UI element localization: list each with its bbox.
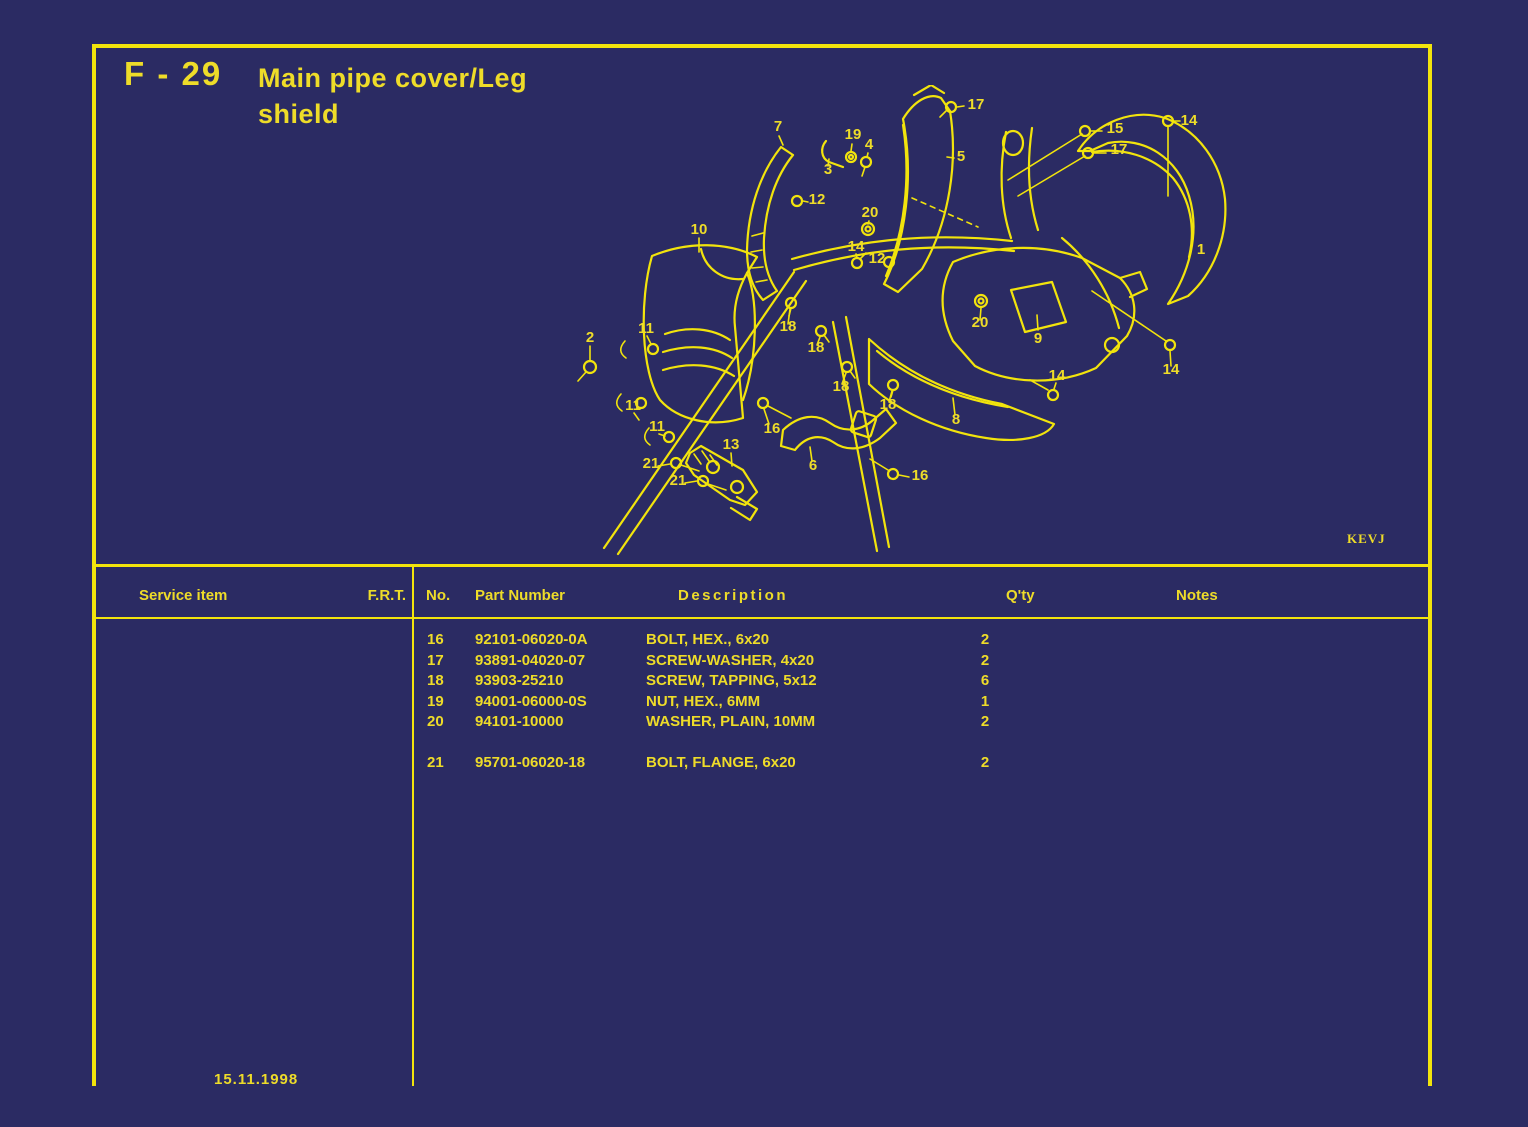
part-callout-9: 9 (1034, 330, 1042, 347)
page-title: Main pipe cover/Leg shield (258, 60, 527, 132)
part-callout-7: 7 (774, 118, 782, 135)
part-callout-14: 14 (1049, 367, 1066, 384)
part-callout-11: 11 (649, 418, 665, 435)
header-no: No. (426, 587, 451, 604)
part-callout-16: 16 (912, 467, 929, 484)
part-callout-21: 21 (643, 455, 660, 472)
part-callout-11: 11 (638, 320, 654, 337)
part-10-main-pipe-cover (642, 244, 759, 424)
part-callout-14: 14 (1163, 361, 1180, 378)
part-callout-1: 1 (1197, 241, 1205, 258)
row-part-number: 92101-06020-0A (475, 631, 588, 648)
main-pipe-lines (602, 236, 1016, 556)
row-qty: 6 (980, 672, 990, 690)
part-callout-11: 11 (625, 397, 641, 414)
row-description: SCREW-WASHER, 4x20 (646, 651, 815, 669)
row-part-number: 93891-04020-07 (475, 651, 586, 669)
row-part-number: 94001-06000-0S (475, 692, 587, 710)
part-callout-18: 18 (780, 318, 797, 335)
table-column-divider (412, 564, 414, 1086)
header-description: Description (677, 587, 788, 604)
part-7-pillar-garnish (745, 145, 795, 302)
table-row[interactable]: 16 92101-06020-0A BOLT, HEX., 6x20 2 (0, 631, 1528, 652)
table-row[interactable]: 18 93903-25210 SCREW, TAPPING, 5x12 6 (0, 672, 1528, 693)
table-row[interactable]: 17 93891-04020-07 SCREW-WASHER, 4x20 2 (0, 652, 1528, 673)
header-service-item: Service item (139, 587, 228, 604)
dashed-leader (911, 197, 979, 228)
part-callout-17: 17 (1111, 141, 1128, 158)
part-callout-15: 15 (1107, 120, 1124, 137)
row-description: BOLT, HEX., 6x20 (646, 631, 770, 648)
row-description: BOLT, FLANGE, 6x20 (646, 753, 796, 771)
footer-date: 15.11.1998 (214, 1071, 298, 1086)
part-callout-18: 18 (808, 339, 825, 356)
part-8-floor-rail (867, 337, 1056, 441)
part-callout-17: 17 (968, 96, 985, 113)
fasteners (577, 100, 1177, 491)
header-part-number: Part Number (475, 587, 566, 604)
table-header-rule (92, 617, 1432, 619)
row-part-number: 93903-25210 (475, 672, 564, 690)
row-no: 18 (427, 672, 444, 690)
table-row[interactable]: 20 94101-10000 WASHER, PLAIN, 10MM 2 (0, 713, 1528, 734)
table-top-rule (92, 564, 1432, 567)
part-callout-3: 3 (824, 161, 832, 178)
row-qty: 2 (980, 631, 990, 648)
part-13-latch-stay (684, 444, 759, 522)
row-no: 19 (427, 692, 444, 710)
row-no: 17 (427, 651, 444, 669)
row-no: 16 (427, 631, 444, 648)
part-callout-12: 12 (869, 250, 886, 267)
part-callout-14: 14 (1181, 112, 1198, 129)
header-frt: F.R.T. (367, 587, 406, 604)
row-qty: 2 (980, 651, 990, 669)
part-5-center-panel (882, 85, 955, 294)
part-callout-18: 18 (880, 396, 897, 413)
part-1-front-cover (1076, 113, 1227, 306)
part-callout-6: 6 (809, 457, 817, 474)
row-description: WASHER, PLAIN, 10MM (646, 713, 816, 731)
row-part-number: 95701-06020-18 (475, 753, 586, 771)
part-callout-14: 14 (848, 238, 865, 255)
part-callout-12: 12 (809, 191, 826, 208)
part-callout-5: 5 (957, 148, 965, 165)
plate-code: KEVJ (1347, 531, 1386, 546)
part-callout-16: 16 (764, 420, 781, 437)
part-callout-20: 20 (972, 314, 989, 331)
part-callout-2: 2 (586, 329, 594, 346)
part-callout-19: 19 (845, 126, 862, 143)
page-title-line2: shield (258, 99, 340, 129)
part-callout-20: 20 (862, 204, 879, 221)
row-no: 21 (427, 753, 444, 771)
part-callout-4: 4 (865, 136, 874, 153)
part-callout-10: 10 (691, 221, 708, 238)
page-title-line1: Main pipe cover/Leg (258, 63, 528, 93)
part-callout-21: 21 (670, 472, 687, 489)
row-qty: 2 (980, 713, 990, 731)
header-notes: Notes (1176, 587, 1218, 604)
header-qty: Q'ty (1006, 587, 1035, 604)
part-callout-8: 8 (952, 411, 960, 428)
part-callout-18: 18 (833, 378, 850, 395)
leader-lines (589, 105, 1181, 484)
row-description: SCREW, TAPPING, 5x12 (646, 672, 817, 690)
footer-date-text: 15.11.1998 (214, 1071, 299, 1086)
page-code: F - 29 (124, 55, 223, 92)
table-row[interactable]: 21 95701-06020-18 BOLT, FLANGE, 6x20 2 (0, 754, 1528, 775)
row-description: NUT, HEX., 6MM (646, 692, 761, 710)
exploded-parts-diagram: 1771915144175312201014121201811291814141… (577, 85, 1227, 556)
row-qty: 2 (980, 753, 990, 771)
table-row[interactable]: 19 94001-06000-0S NUT, HEX., 6MM 1 (0, 693, 1528, 714)
part-callout-13: 13 (723, 436, 740, 453)
row-qty: 1 (980, 692, 990, 710)
head-tube-area (1000, 126, 1121, 330)
row-no: 20 (427, 713, 444, 731)
part-6-stay-bracket (779, 407, 898, 452)
part-9-inner-cover (941, 246, 1149, 382)
row-part-number: 94101-10000 (475, 713, 564, 731)
